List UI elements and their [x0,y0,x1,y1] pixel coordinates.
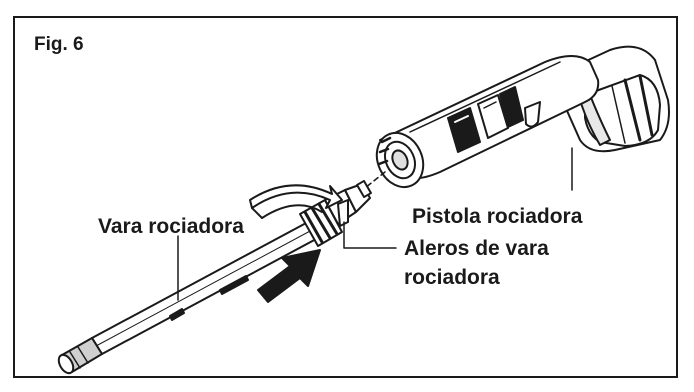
gun-label: Pistola rociadora [412,205,583,228]
wand-label: Vara rociadora [98,215,244,238]
rotate-arrow-icon [249,184,343,219]
spray-wand-icon [57,179,397,375]
tabs-label-line2: rociadora [404,266,500,289]
push-arrow-icon [257,249,321,303]
spray-gun-icon [375,45,670,191]
tabs-label-line1: Aleros de vara [404,237,549,260]
figure-label: Fig. 6 [34,34,84,55]
